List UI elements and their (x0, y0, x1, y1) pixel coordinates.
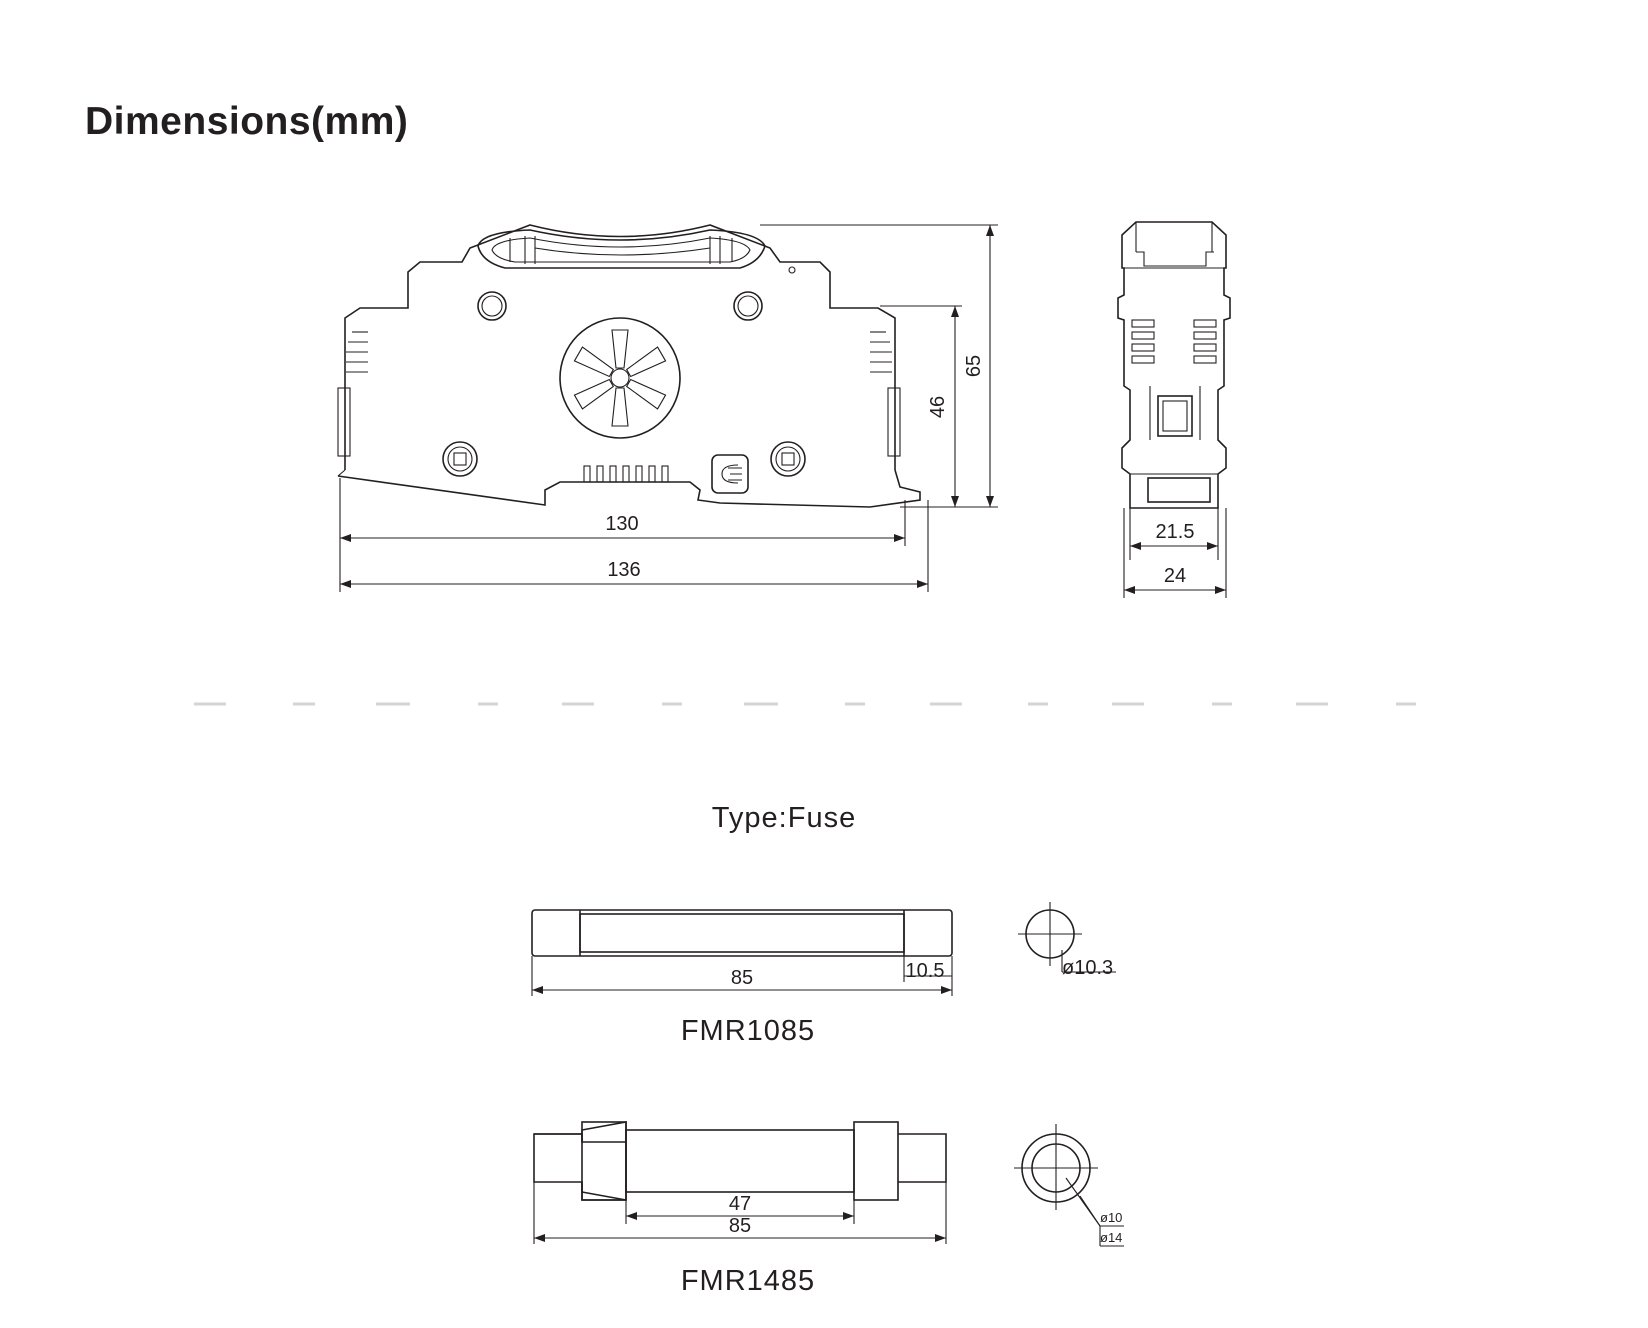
fuse-fmr1485-model: FMR1485 (681, 1265, 815, 1297)
vent-icon (559, 317, 681, 439)
fuse-fmr1085-diameter: ø10.3 (1062, 957, 1113, 979)
dim-side-width-21-5: 21.5 (1156, 521, 1195, 543)
holder-handle (477, 229, 766, 269)
fuse-fmr1085-length: 85 (731, 967, 753, 989)
fuse-fmr1485-outer-diameter: ø14 (1100, 1230, 1122, 1245)
dim-height-65: 65 (963, 355, 985, 377)
fuse-section-heading: Type:Fuse (712, 802, 856, 834)
fuse-fmr1485-length: 85 (729, 1215, 751, 1237)
holder-front-outline (344, 224, 896, 470)
page-title: Dimensions(mm) (85, 100, 409, 143)
fuse-fmr1485-inner-diameter: ø10 (1100, 1210, 1122, 1225)
fuse-fmr1485-body-length: 47 (729, 1193, 751, 1215)
front-view-dimensions (339, 224, 998, 592)
fuse-fmr1085-cap-length: 10.5 (906, 960, 945, 982)
holder-front-foot (337, 469, 921, 508)
dim-width-130: 130 (605, 513, 638, 535)
ce-mark-icon (711, 454, 749, 494)
holder-side-outline (1117, 221, 1231, 509)
dim-width-136: 136 (607, 559, 640, 581)
fuse-fmr1085-drawing (531, 902, 1116, 996)
holder-front-view (337, 224, 921, 508)
dim-height-46: 46 (927, 396, 949, 418)
holder-side-view (1117, 221, 1231, 509)
dim-side-width-24: 24 (1164, 565, 1186, 587)
fuse-fmr1485-drawing (533, 1121, 1124, 1247)
side-view-dimensions (1123, 508, 1227, 598)
fuse-fmr1085-model: FMR1085 (681, 1015, 815, 1047)
